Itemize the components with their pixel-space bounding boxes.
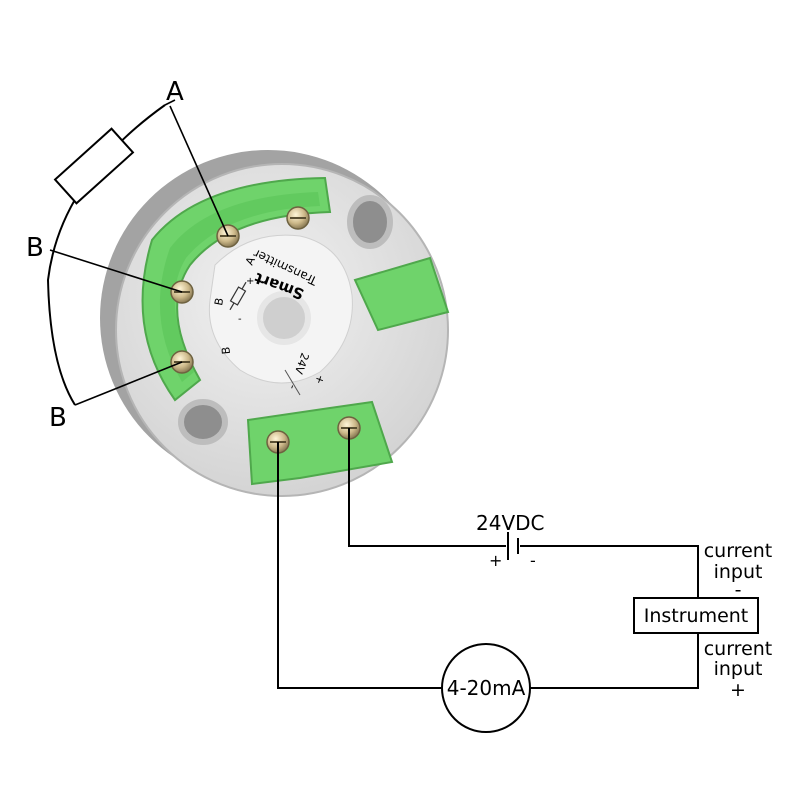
center-hole xyxy=(257,291,311,345)
label-b-bottom: B xyxy=(49,403,67,433)
screw-top-right xyxy=(286,206,310,230)
sensor-terminal-bay xyxy=(159,192,320,382)
instrument-top-line2: input xyxy=(714,561,763,583)
leader-a-top xyxy=(164,99,176,106)
plate-divider xyxy=(284,369,301,396)
loop-wiring: 24VDC + - 4-20mA Instrument current inpu… xyxy=(277,428,773,733)
plate-terminal-b1: B xyxy=(212,297,226,307)
transmitter-module: Smart Transmitter + - A B B 24V + - xyxy=(100,150,450,497)
instrument-bottom-sign: + xyxy=(730,679,746,701)
wire-supply-to-instrument xyxy=(520,545,699,598)
meter-circle xyxy=(441,643,531,733)
rtd-symbol xyxy=(229,281,247,311)
plate-power-minus: - xyxy=(286,383,300,391)
wire-instrument-to-meter xyxy=(530,633,699,689)
rtd-minus-mark: - xyxy=(238,314,242,325)
instrument-bottom-line2: input xyxy=(714,658,763,680)
instrument-bottom-line1: current xyxy=(704,638,773,660)
supply-plus: + xyxy=(489,551,502,570)
instrument-box xyxy=(633,597,759,634)
wire-meter-to-minus xyxy=(277,442,442,689)
supply-label: 24VDC xyxy=(476,511,545,535)
plate-power-plus: + xyxy=(312,373,327,386)
wire-plus-to-supply xyxy=(348,428,506,547)
plate-terminal-b2: B xyxy=(219,346,233,355)
leader-b1-to-screw xyxy=(49,249,183,293)
label-a: A xyxy=(166,77,184,107)
label-b-top: B xyxy=(26,233,44,263)
instrument-top-sign: - xyxy=(735,579,742,601)
mounting-hole-top xyxy=(347,195,393,249)
mounting-hole-bottom xyxy=(178,399,228,445)
leader-b2-to-screw xyxy=(74,361,183,406)
supply-minus: - xyxy=(530,551,536,570)
aux-terminal-block xyxy=(353,256,450,332)
sensor-resistor xyxy=(53,127,135,205)
sensor-wiring: A B B xyxy=(26,77,229,433)
instrument-label: Instrument xyxy=(644,605,749,627)
meter-label: 4-20mA xyxy=(447,676,526,700)
leader-a-to-screw xyxy=(169,105,229,237)
rtd-plus-mark: + xyxy=(246,276,254,287)
instrument-top-line1: current xyxy=(704,540,773,562)
